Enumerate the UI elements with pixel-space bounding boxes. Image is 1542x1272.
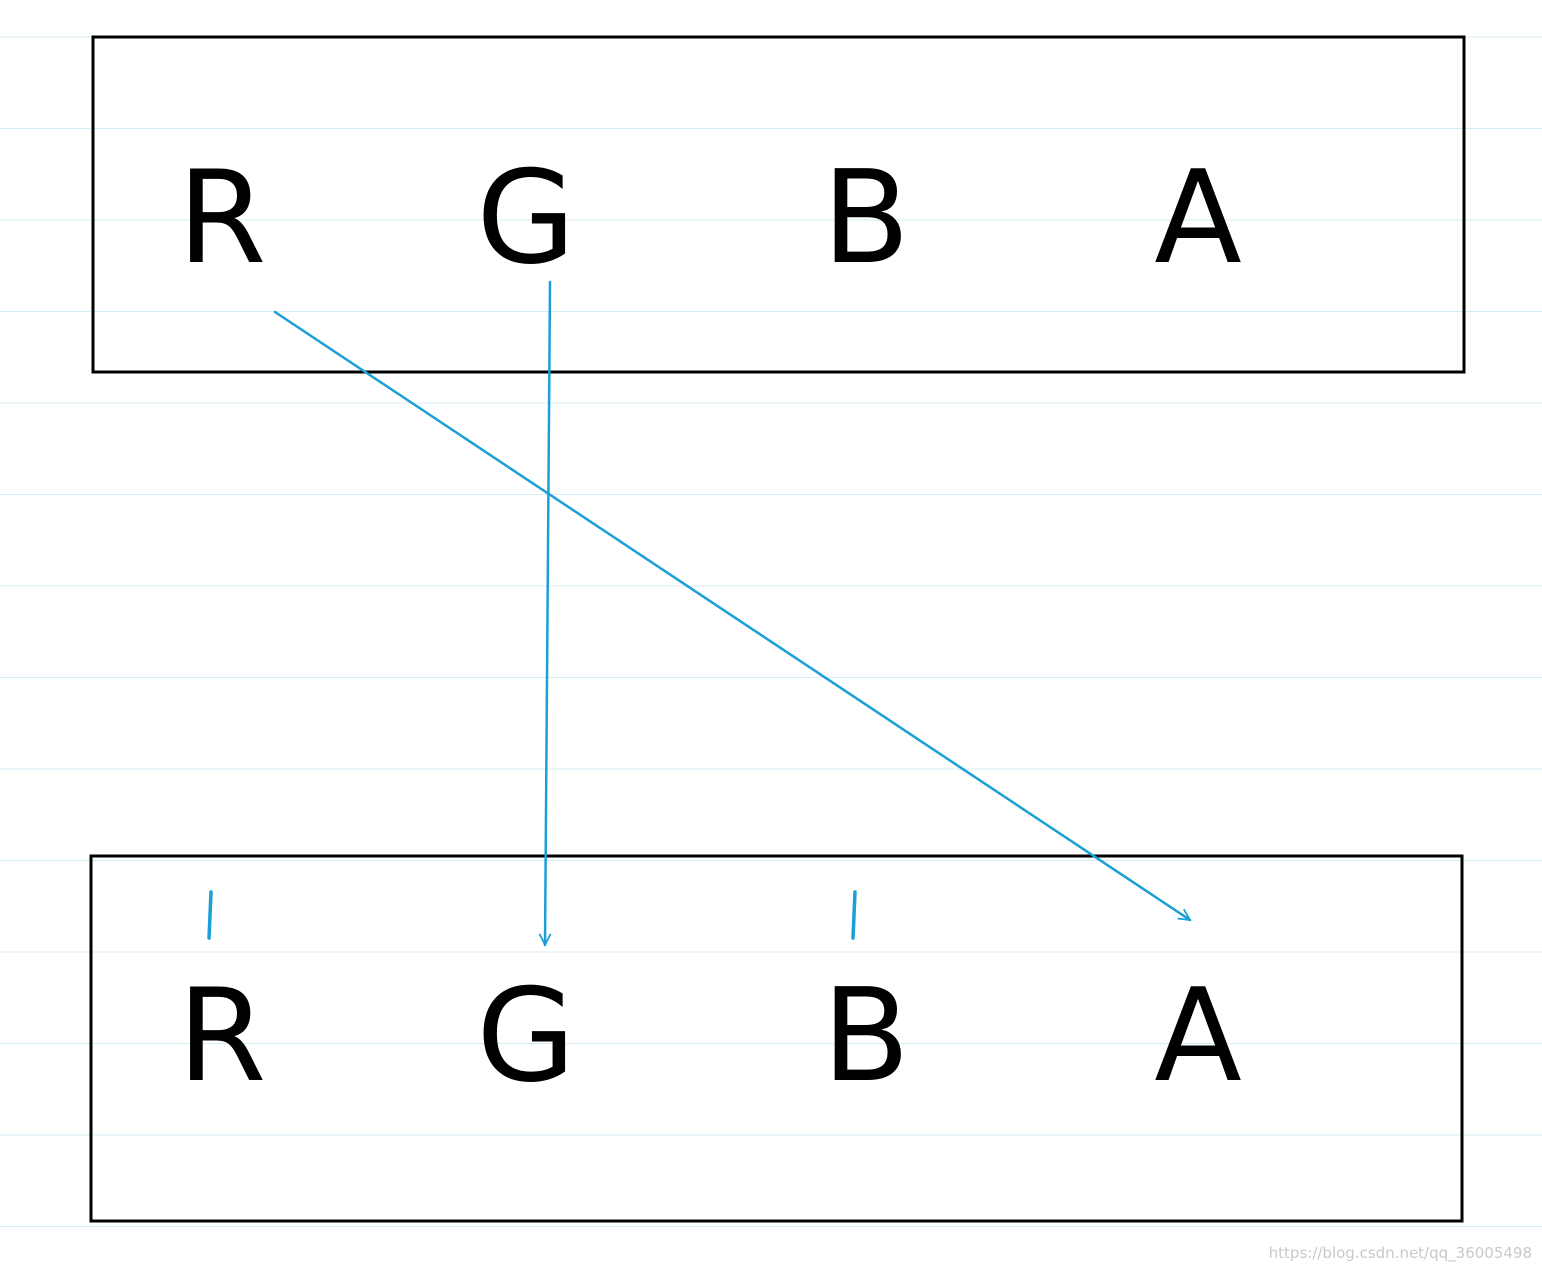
target-channel-box <box>89 854 1464 1223</box>
arrow-g-to-g <box>545 280 550 945</box>
ruled-background-lines <box>0 36 1542 1227</box>
tick-mark-r <box>207 890 213 940</box>
target-label-a: A <box>1154 962 1242 1111</box>
source-label-g: G <box>476 144 575 293</box>
tick-mark-b <box>851 890 857 940</box>
target-label-g: G <box>476 962 575 1111</box>
watermark: https://blog.csdn.net/qq_36005498 <box>1268 1244 1532 1262</box>
source-label-b: B <box>822 144 910 293</box>
source-channel-box <box>91 35 1466 374</box>
target-tick-marks <box>207 890 857 940</box>
channel-mapping-arrows <box>273 280 1190 945</box>
source-label-r: R <box>178 144 267 293</box>
source-label-a: A <box>1154 144 1242 293</box>
arrow-r-to-a <box>273 310 1190 922</box>
target-label-r: R <box>178 962 267 1111</box>
target-label-b: B <box>822 962 910 1111</box>
